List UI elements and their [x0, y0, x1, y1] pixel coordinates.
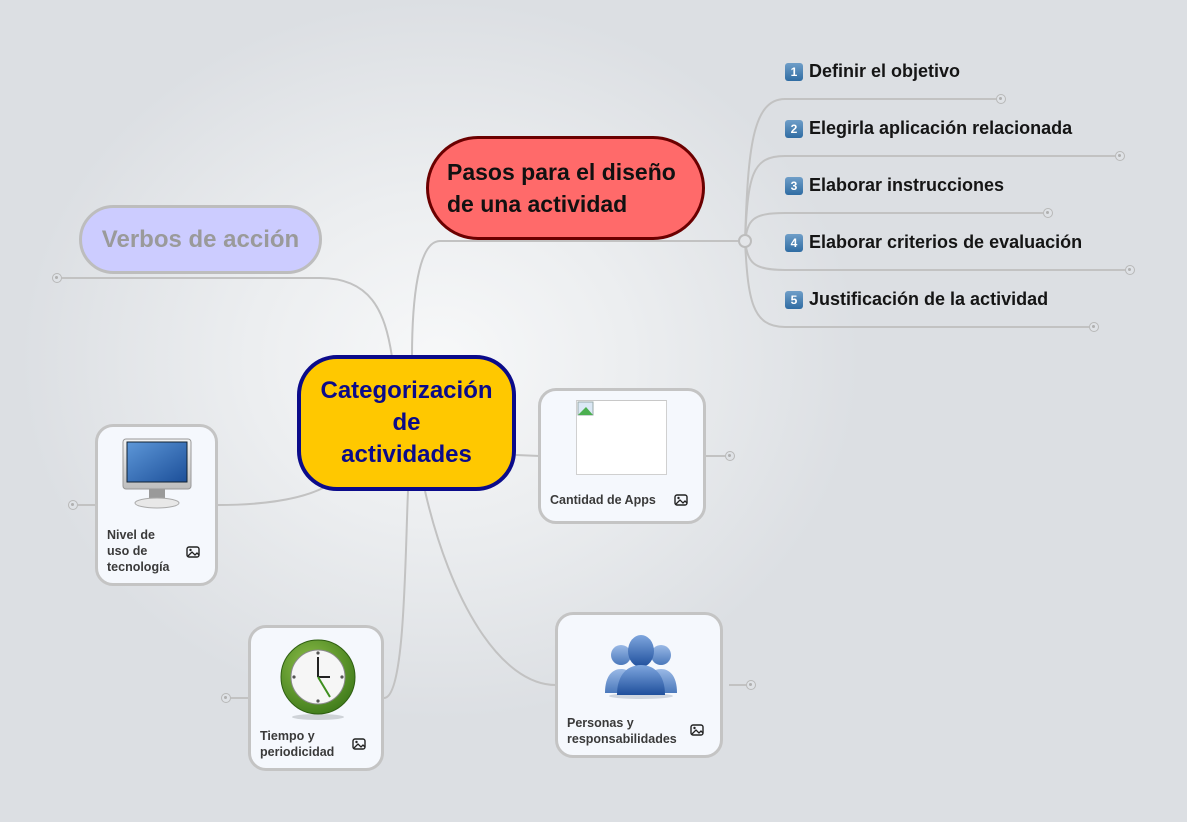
topic-verbos-label: Verbos de acción	[101, 225, 300, 253]
label-line: uso de	[107, 544, 148, 558]
collapse-handle[interactable]	[1043, 208, 1053, 218]
collapse-handle[interactable]	[221, 693, 231, 703]
collapse-handle[interactable]	[1089, 322, 1099, 332]
topic-tiempo-label: Tiempo y periodicidad	[260, 728, 334, 760]
topic-apps[interactable]: Cantidad de Apps	[538, 388, 706, 524]
broken-image-icon	[577, 401, 594, 416]
collapse-handle[interactable]	[746, 680, 756, 690]
number-1-icon: 1	[785, 62, 803, 81]
label-line: Personas y	[567, 716, 634, 730]
step-3-label: Elaborar instrucciones	[809, 175, 1005, 195]
topic-tecnologia[interactable]: Nivel de uso de tecnología	[95, 424, 218, 586]
image-icon[interactable]	[352, 738, 366, 750]
topic-apps-label: Cantidad de Apps	[550, 493, 656, 507]
image-icon[interactable]	[186, 546, 200, 558]
collapse-handle[interactable]	[996, 94, 1006, 104]
topic-pasos-line1: Pasos para el diseño	[447, 159, 676, 185]
central-topic-line3: actividades	[341, 441, 472, 468]
collapse-handle[interactable]	[725, 451, 735, 461]
collapse-handle[interactable]	[52, 273, 62, 283]
monitor-icon	[122, 438, 192, 509]
topic-pasos[interactable]: Pasos para el diseño de una actividad	[426, 136, 705, 240]
central-topic-line1: Categorización	[320, 377, 493, 404]
collapse-handle[interactable]	[68, 500, 78, 510]
label-line: tecnología	[107, 560, 170, 574]
label-line: Tiempo y	[260, 729, 315, 743]
topic-personas[interactable]: Personas y responsabilidades	[555, 612, 723, 758]
step-2[interactable]: 2 Elegirla aplicación relacionada	[785, 118, 1072, 139]
clock-icon	[280, 639, 356, 720]
step-4-label: Elaborar criterios de evaluación	[809, 232, 1083, 252]
label-line: Nivel de	[107, 528, 155, 542]
number-5-icon: 5	[785, 290, 803, 309]
central-topic-line2: de	[392, 409, 421, 436]
collapse-handle[interactable]	[1125, 265, 1135, 275]
number-4-icon: 4	[785, 233, 803, 252]
topic-tecnologia-label: Nivel de uso de tecnología	[107, 527, 170, 575]
step-1-label: Definir el objetivo	[809, 61, 961, 81]
topic-tiempo[interactable]: Tiempo y periodicidad	[248, 625, 384, 771]
step-5-label: Justificación de la actividad	[809, 289, 1049, 309]
people-icon	[605, 635, 677, 699]
step-2-label: Elegirla aplicación relacionada	[809, 118, 1073, 138]
step-1[interactable]: 1 Definir el objetivo	[785, 61, 960, 82]
step-3[interactable]: 3 Elaborar instrucciones	[785, 175, 1004, 196]
number-3-icon: 3	[785, 176, 803, 195]
step-4[interactable]: 4 Elaborar criterios de evaluación	[785, 232, 1082, 253]
collapse-handle[interactable]	[1115, 151, 1125, 161]
image-icon[interactable]	[674, 494, 688, 506]
label-line: responsabilidades	[567, 732, 677, 746]
topic-pasos-line2: de una actividad	[447, 191, 628, 217]
topic-personas-label: Personas y responsabilidades	[567, 715, 677, 747]
central-topic[interactable]: Categorización de actividades	[297, 355, 516, 491]
image-icon[interactable]	[690, 724, 704, 736]
topic-verbos[interactable]: Verbos de acción	[79, 205, 322, 274]
broken-image-placeholder	[576, 400, 667, 475]
label-line: periodicidad	[260, 745, 335, 759]
number-2-icon: 2	[785, 119, 803, 138]
step-5[interactable]: 5 Justificación de la actividad	[785, 289, 1048, 310]
